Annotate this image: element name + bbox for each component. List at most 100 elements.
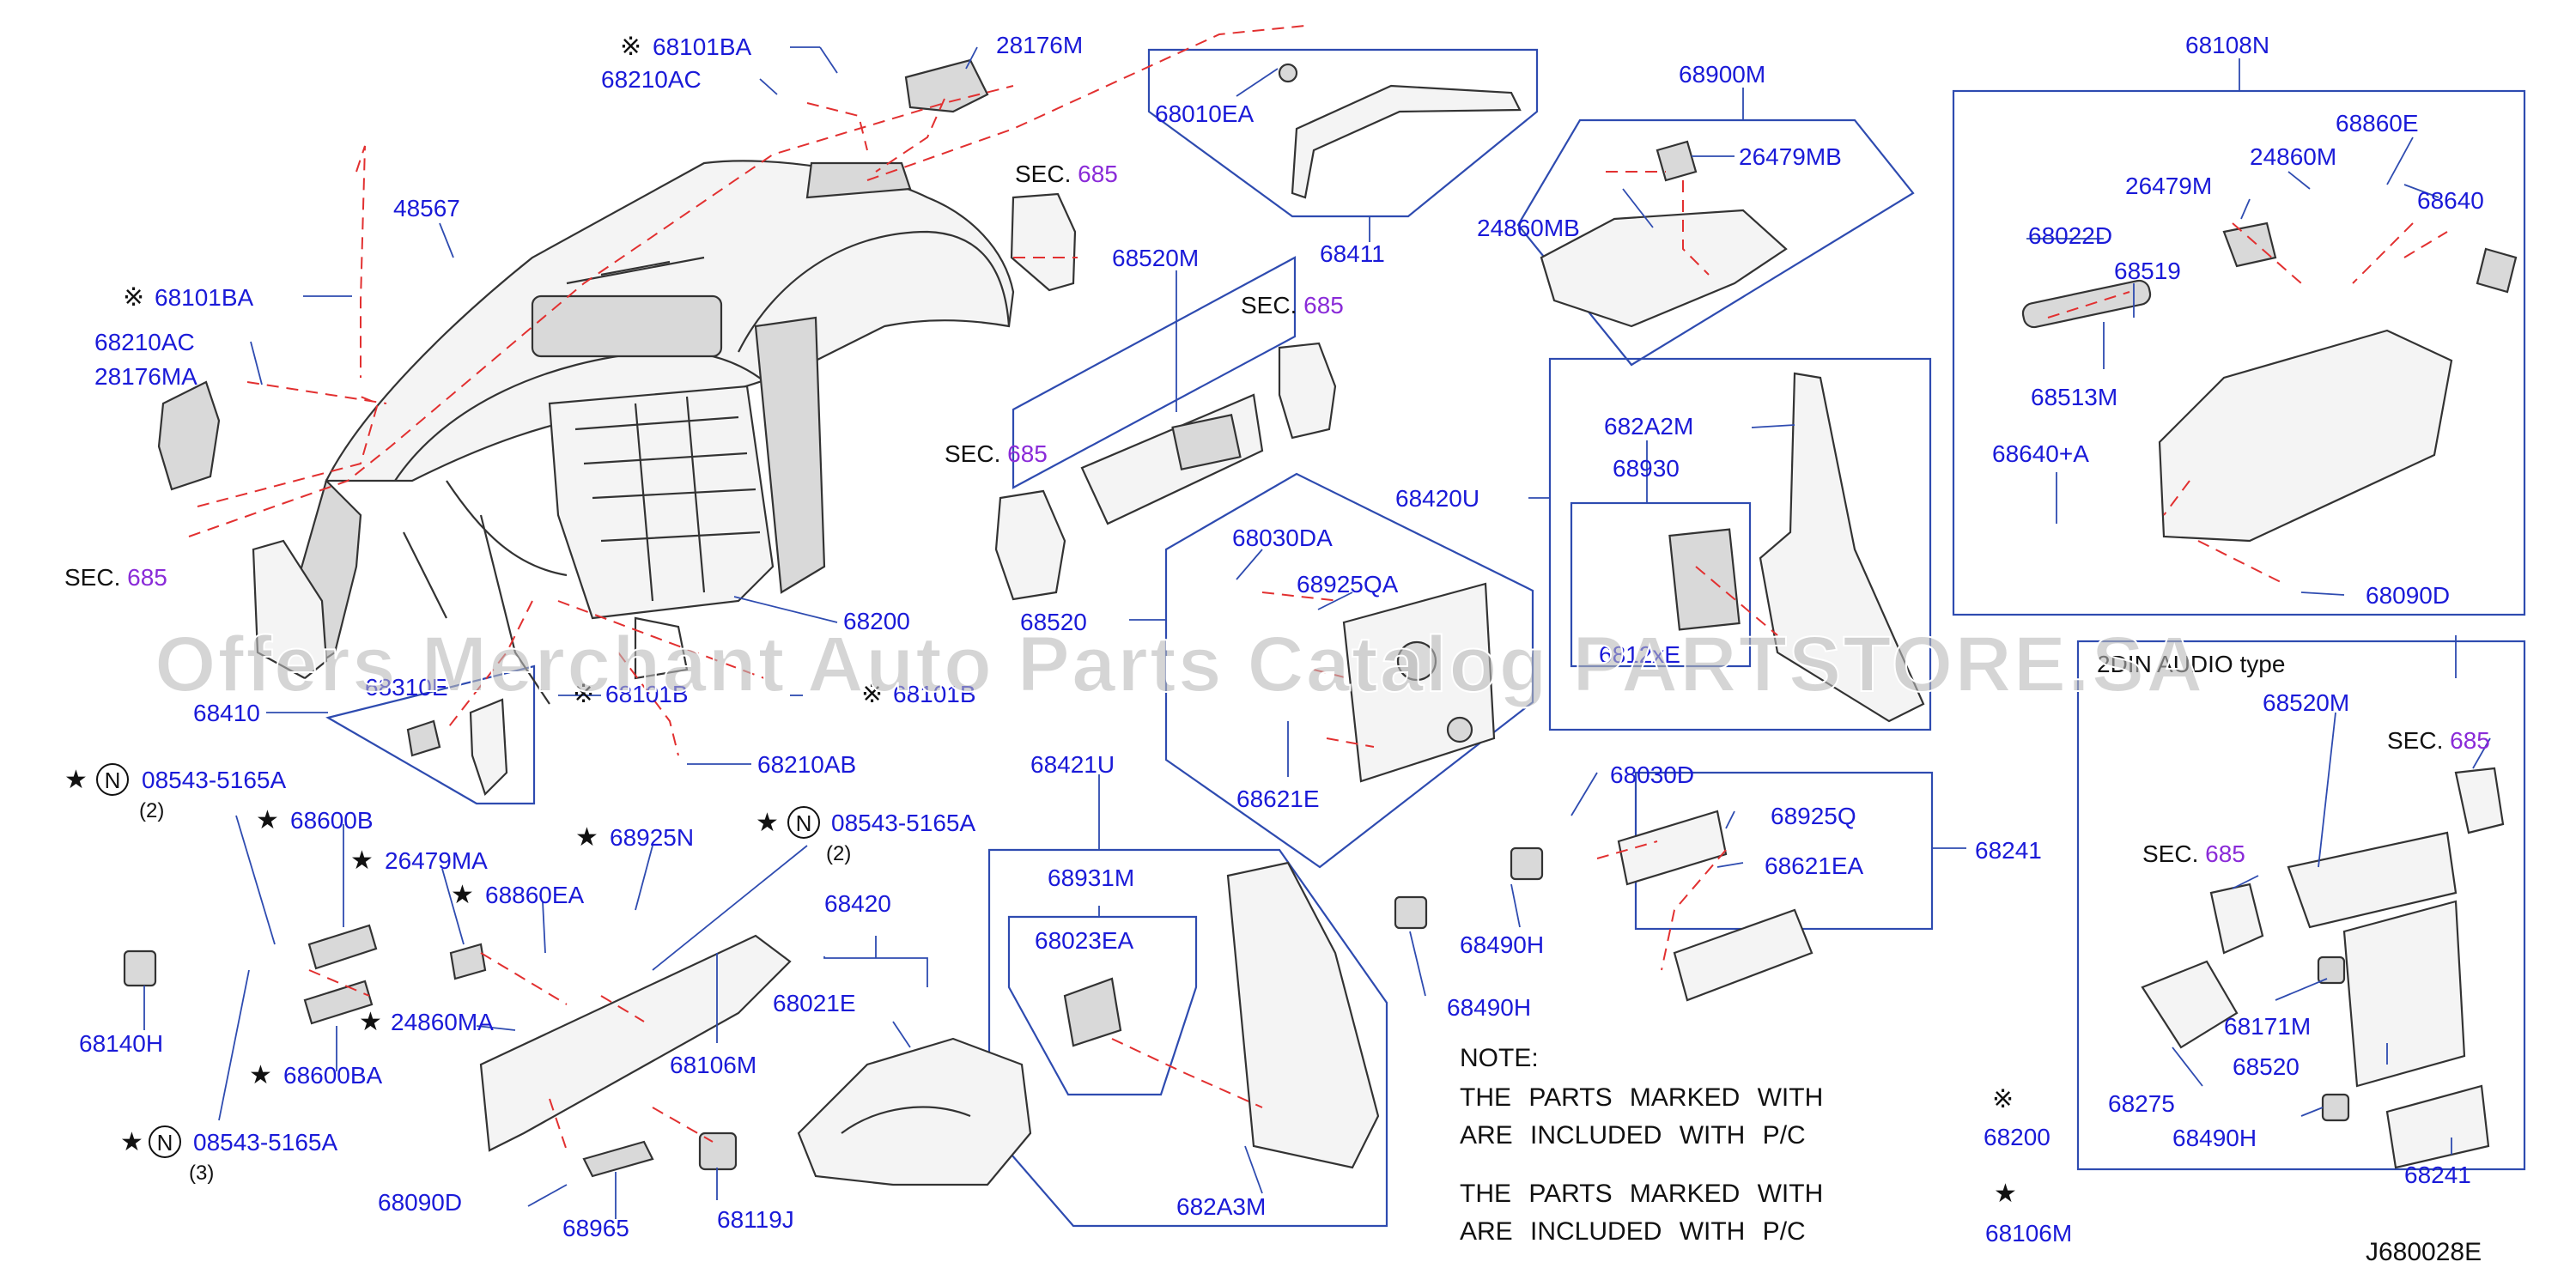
part-label-68108n[interactable]: 68108N [2185, 32, 2269, 58]
part-label-68513m[interactable]: 68513M [2031, 384, 2117, 410]
part-label-68310e[interactable]: 68310E [365, 674, 448, 701]
note-pc-68106m[interactable]: 68106M [1985, 1220, 2072, 1247]
part-label-48567[interactable]: 48567 [393, 195, 460, 221]
part-label-68200[interactable]: 68200 [843, 608, 910, 634]
watermark: Offers Merchant Auto Parts Catalog PARTS… [155, 621, 2205, 708]
part-label-28176ma[interactable]: 28176MA [94, 363, 197, 390]
part-label-68925q[interactable]: 68925Q [1771, 803, 1856, 829]
part-label-68519[interactable]: 68519 [2114, 258, 2181, 284]
sec-ref-6[interactable]: SEC. 685 [2142, 840, 2245, 867]
part-labels: ※ 68101BA 28176M 68210AC 48567 ※ 68101BA… [64, 32, 2484, 1241]
inset-panel [2342, 900, 2466, 1088]
part-label-68925n[interactable]: 68925N [610, 824, 694, 851]
trim-68411 [1291, 84, 1522, 199]
star-mark: ★ [756, 809, 779, 837]
bracket-68420 [823, 956, 928, 987]
note-pc-68200[interactable]: 68200 [1984, 1124, 2050, 1150]
part-label-26479ma[interactable]: 26479MA [385, 847, 488, 874]
part-label-24860mb[interactable]: 24860MB [1477, 215, 1580, 241]
part-label-68030d[interactable]: 68030D [1610, 761, 1694, 788]
part-label-682a2m[interactable]: 682A2M [1604, 413, 1693, 440]
part-label-68490h[interactable]: 68490H [1447, 994, 1531, 1021]
part-label-08543-5165a[interactable]: 08543-5165A [831, 810, 975, 836]
part-label-68106m[interactable]: 68106M [670, 1052, 756, 1078]
star-mark: ★ [575, 823, 598, 852]
part-label-68101b[interactable]: 68101B [893, 681, 976, 707]
sec-ref-1[interactable]: SEC. 685 [1015, 161, 1118, 187]
n-circle-icon [787, 806, 820, 839]
part-label-68520[interactable]: 68520 [1020, 609, 1087, 635]
part-label-28176m[interactable]: 28176M [996, 32, 1083, 58]
part-label-68210ab[interactable]: 68210AB [757, 751, 856, 778]
glovebox-68108n [2158, 329, 2453, 543]
part-label-68101b[interactable]: 68101B [605, 681, 689, 707]
inset-vent-a [2209, 883, 2264, 955]
section-references: SEC. 685 SEC. 685 SEC. 685 SEC. 685 SEC.… [64, 161, 2490, 867]
part-label-68420u[interactable]: 68420U [1395, 485, 1479, 512]
part-label-68640[interactable]: 68640 [2417, 187, 2484, 214]
part-label-68411[interactable]: 68411 [1320, 240, 1385, 267]
part-label-68930[interactable]: 68930 [1613, 455, 1680, 482]
part-label-68931m[interactable]: 68931M [1048, 864, 1134, 891]
cover-28176ma [157, 380, 221, 491]
part-label-68101ba[interactable]: 68101BA [653, 33, 752, 60]
vent-lower [994, 489, 1066, 601]
part-label-68241[interactable]: 68241 [2404, 1162, 2471, 1188]
part-label-68101ba[interactable]: 68101BA [155, 284, 254, 311]
sec-ref-2[interactable]: SEC. 685 [1241, 292, 1344, 318]
sec-ref-4[interactable]: SEC. 685 [64, 564, 167, 591]
part-label-68621ea[interactable]: 68621EA [1765, 852, 1864, 879]
part-label-68640a[interactable]: 68640+A [1992, 440, 2089, 467]
part-label-26479m[interactable]: 26479M [2125, 173, 2212, 199]
part-label-6812xe[interactable]: 6812xE [1599, 641, 1680, 668]
part-label-68621e[interactable]: 68621E [1236, 786, 1320, 812]
note-block: NOTE: THE PARTS MARKED WITH ARE INCLUDED… [1460, 1044, 2072, 1247]
part-label-26479mb[interactable]: 26479MB [1739, 143, 1842, 170]
part-label-682a3m[interactable]: 682A3M [1176, 1193, 1266, 1220]
leader-lines [143, 46, 2491, 1219]
part-label-68490h[interactable]: 68490H [2172, 1125, 2257, 1151]
part-label-68490h[interactable]: 68490H [1460, 931, 1544, 958]
part-label-68520m[interactable]: 68520M [2263, 689, 2349, 716]
part-label-68090d[interactable]: 68090D [378, 1189, 462, 1216]
part-label-68965[interactable]: 68965 [562, 1215, 629, 1241]
part-label-68210ac[interactable]: 68210AC [94, 329, 195, 355]
part-label-68030da[interactable]: 68030DA [1232, 525, 1333, 551]
part-label-68210ac[interactable]: 68210AC [601, 66, 702, 93]
part-label-68241[interactable]: 68241 [1975, 837, 2042, 864]
part-label-68860e[interactable]: 68860E [2336, 110, 2419, 136]
note-line-1: THE PARTS MARKED WITH [1460, 1083, 1823, 1112]
part-label-68600ba[interactable]: 68600BA [283, 1062, 383, 1089]
part-label-68600b[interactable]: 68600B [290, 807, 374, 834]
part-label-68420[interactable]: 68420 [824, 890, 891, 917]
part-label-68140h[interactable]: 68140H [79, 1030, 163, 1057]
part-label-68275[interactable]: 68275 [2108, 1090, 2175, 1117]
part-label-24860m[interactable]: 24860M [2250, 143, 2336, 170]
part-label-68421u[interactable]: 68421U [1030, 751, 1115, 778]
inset-68275 [2141, 960, 2239, 1049]
part-label-68119j[interactable]: 68119J [717, 1206, 794, 1233]
part-label-24860ma[interactable]: 24860MA [391, 1009, 494, 1035]
star-mark: ★ [256, 806, 279, 834]
part-label-68860ea[interactable]: 68860EA [485, 882, 585, 908]
kome-mark: ※ [620, 33, 641, 61]
part-label-68410[interactable]: 68410 [193, 700, 260, 726]
part-label-68900m[interactable]: 68900M [1679, 61, 1765, 88]
part-label-68171m[interactable]: 68171M [2224, 1013, 2311, 1040]
sec-ref-3[interactable]: SEC. 685 [945, 440, 1048, 467]
part-label-68090d[interactable]: 68090D [2366, 582, 2450, 609]
part-label-68925qa[interactable]: 68925QA [1297, 571, 1399, 598]
part-label-68021e[interactable]: 68021E [773, 990, 856, 1016]
part-label-68022d[interactable]: 68022D [2028, 222, 2112, 249]
part-label-08543-5165a[interactable]: 08543-5165A [193, 1129, 337, 1156]
part-label-68023ea[interactable]: 68023EA [1035, 927, 1134, 954]
bracket-68241 [1673, 908, 1814, 1002]
part-label-68520[interactable]: 68520 [2233, 1053, 2300, 1080]
part-label-68520m[interactable]: 68520M [1112, 245, 1199, 271]
part-label-08543-5165a[interactable]: 08543-5165A [142, 767, 286, 793]
part-label-68010ea[interactable]: 68010EA [1155, 100, 1255, 127]
inset-cluster [2287, 831, 2458, 929]
sec-ref-5[interactable]: SEC. 685 [2387, 727, 2490, 754]
vent-top [1010, 192, 1077, 292]
